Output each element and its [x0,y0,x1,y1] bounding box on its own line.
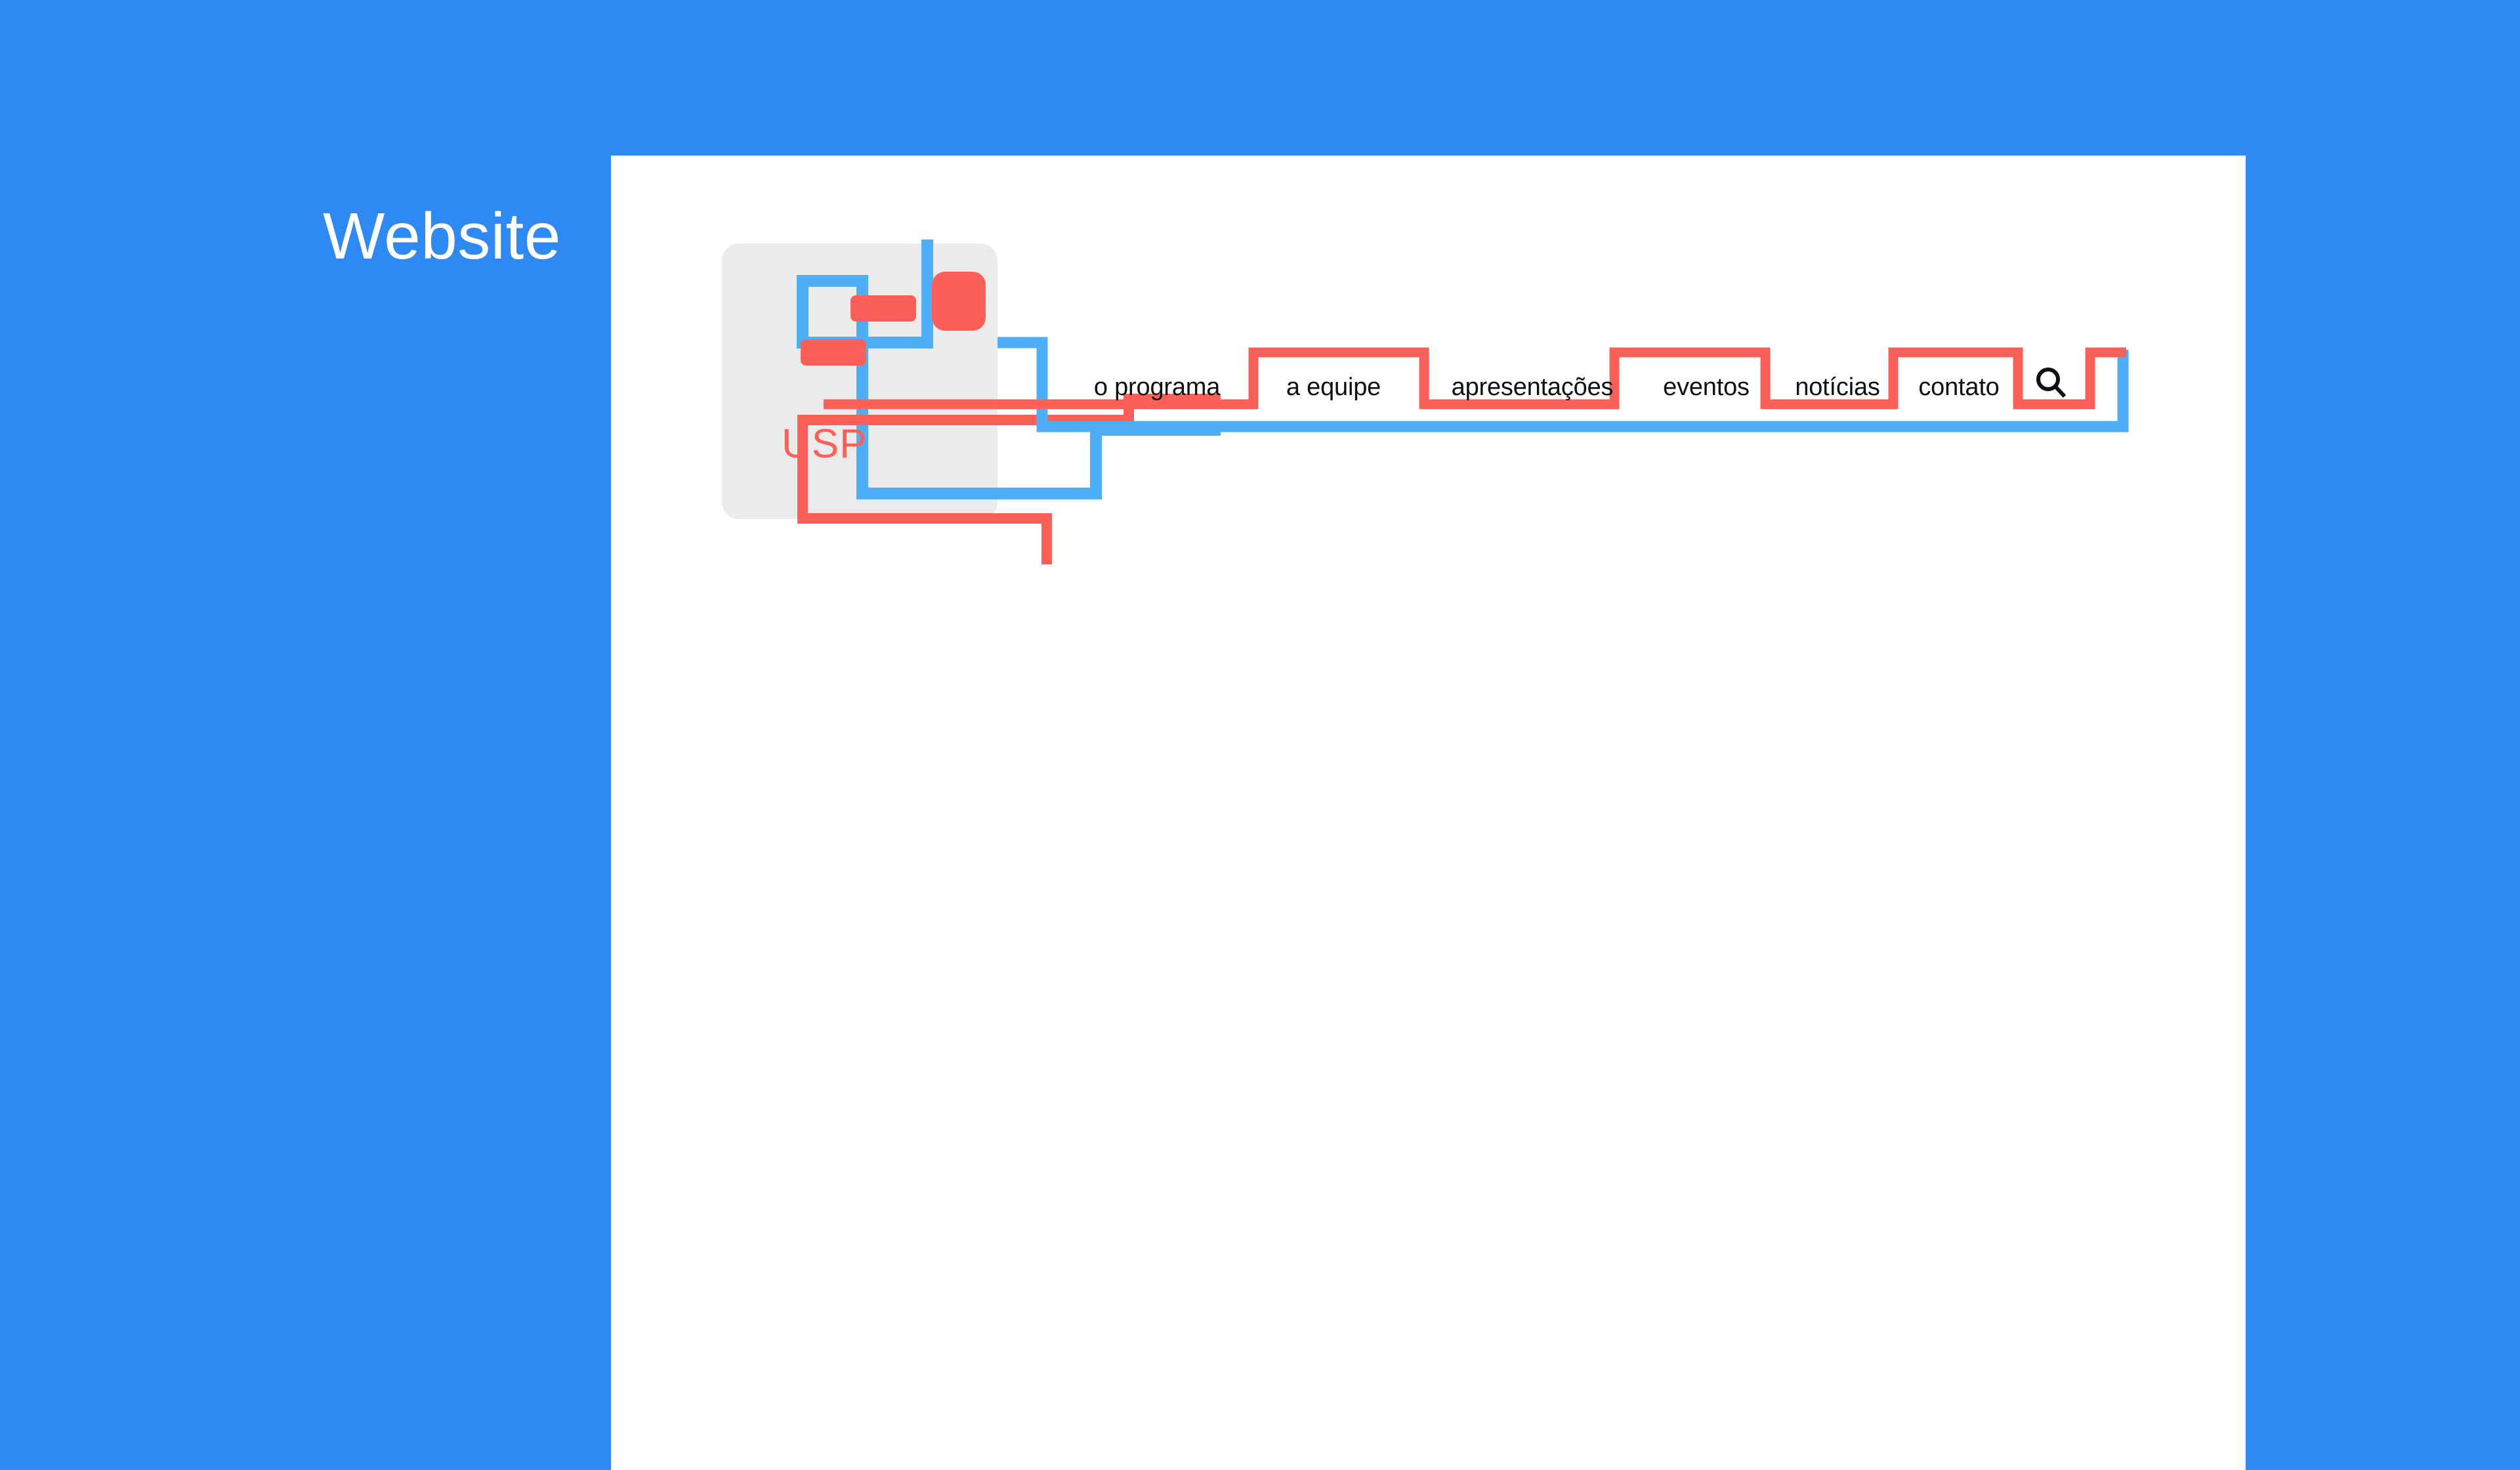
nav-item-noticias[interactable]: notícias [1795,373,1880,401]
nav-item-apresentacoes[interactable]: apresentações [1451,373,1614,401]
logo-chip-small-bar [850,295,916,322]
nav-item-o-programa[interactable]: o programa [1093,373,1221,401]
usp-wordmark: USP [782,421,868,467]
search-icon [2036,368,2067,398]
nav-item-eventos[interactable]: eventos [1663,373,1750,401]
logo-chip-rounded-square [932,272,986,331]
nav-item-contato[interactable]: contato [1918,373,2000,401]
logo-chip-lower-bar [801,339,866,366]
search-button[interactable] [2028,360,2075,407]
nav-item-a-equipe[interactable]: a equipe [1286,373,1381,401]
page-title: Website [323,200,561,273]
